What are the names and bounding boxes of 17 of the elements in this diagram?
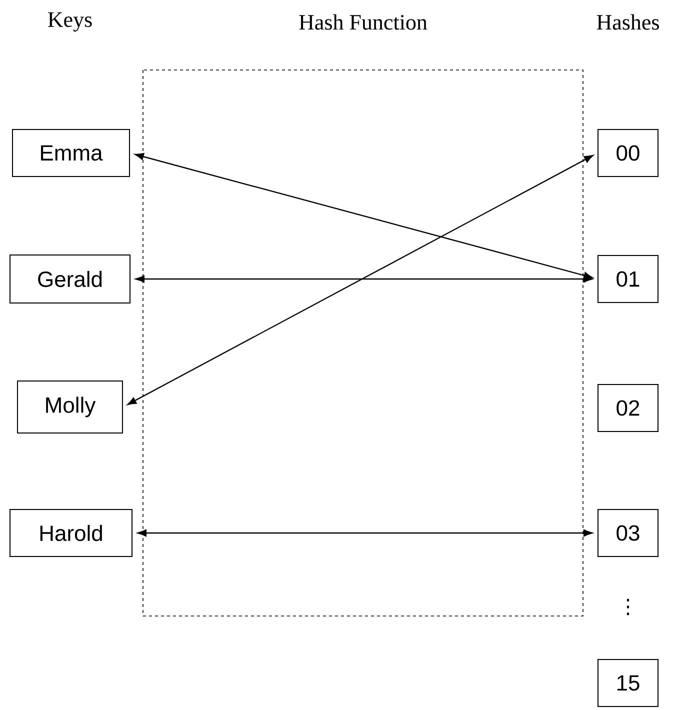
column-heading: Keys (48, 12, 92, 32)
key-box: Harold (10, 509, 132, 557)
ellipsis: ⋮ (626, 598, 630, 616)
column-heading: Hashes (596, 14, 659, 30)
key-box: 15 (598, 659, 658, 707)
key-box: 02 (598, 384, 658, 432)
column-heading: Hash Function (299, 14, 428, 30)
double-arrow (135, 275, 593, 283)
key-box: Gerald (10, 254, 130, 304)
key-box: 00 (598, 129, 658, 177)
double-arrow (137, 529, 593, 537)
double-arrow (127, 155, 594, 405)
key-box: 01 (598, 255, 658, 303)
key-box: 03 (598, 509, 658, 557)
key-box: Molly (17, 380, 123, 434)
key-box: Emma (12, 129, 130, 177)
double-arrow (134, 153, 593, 279)
